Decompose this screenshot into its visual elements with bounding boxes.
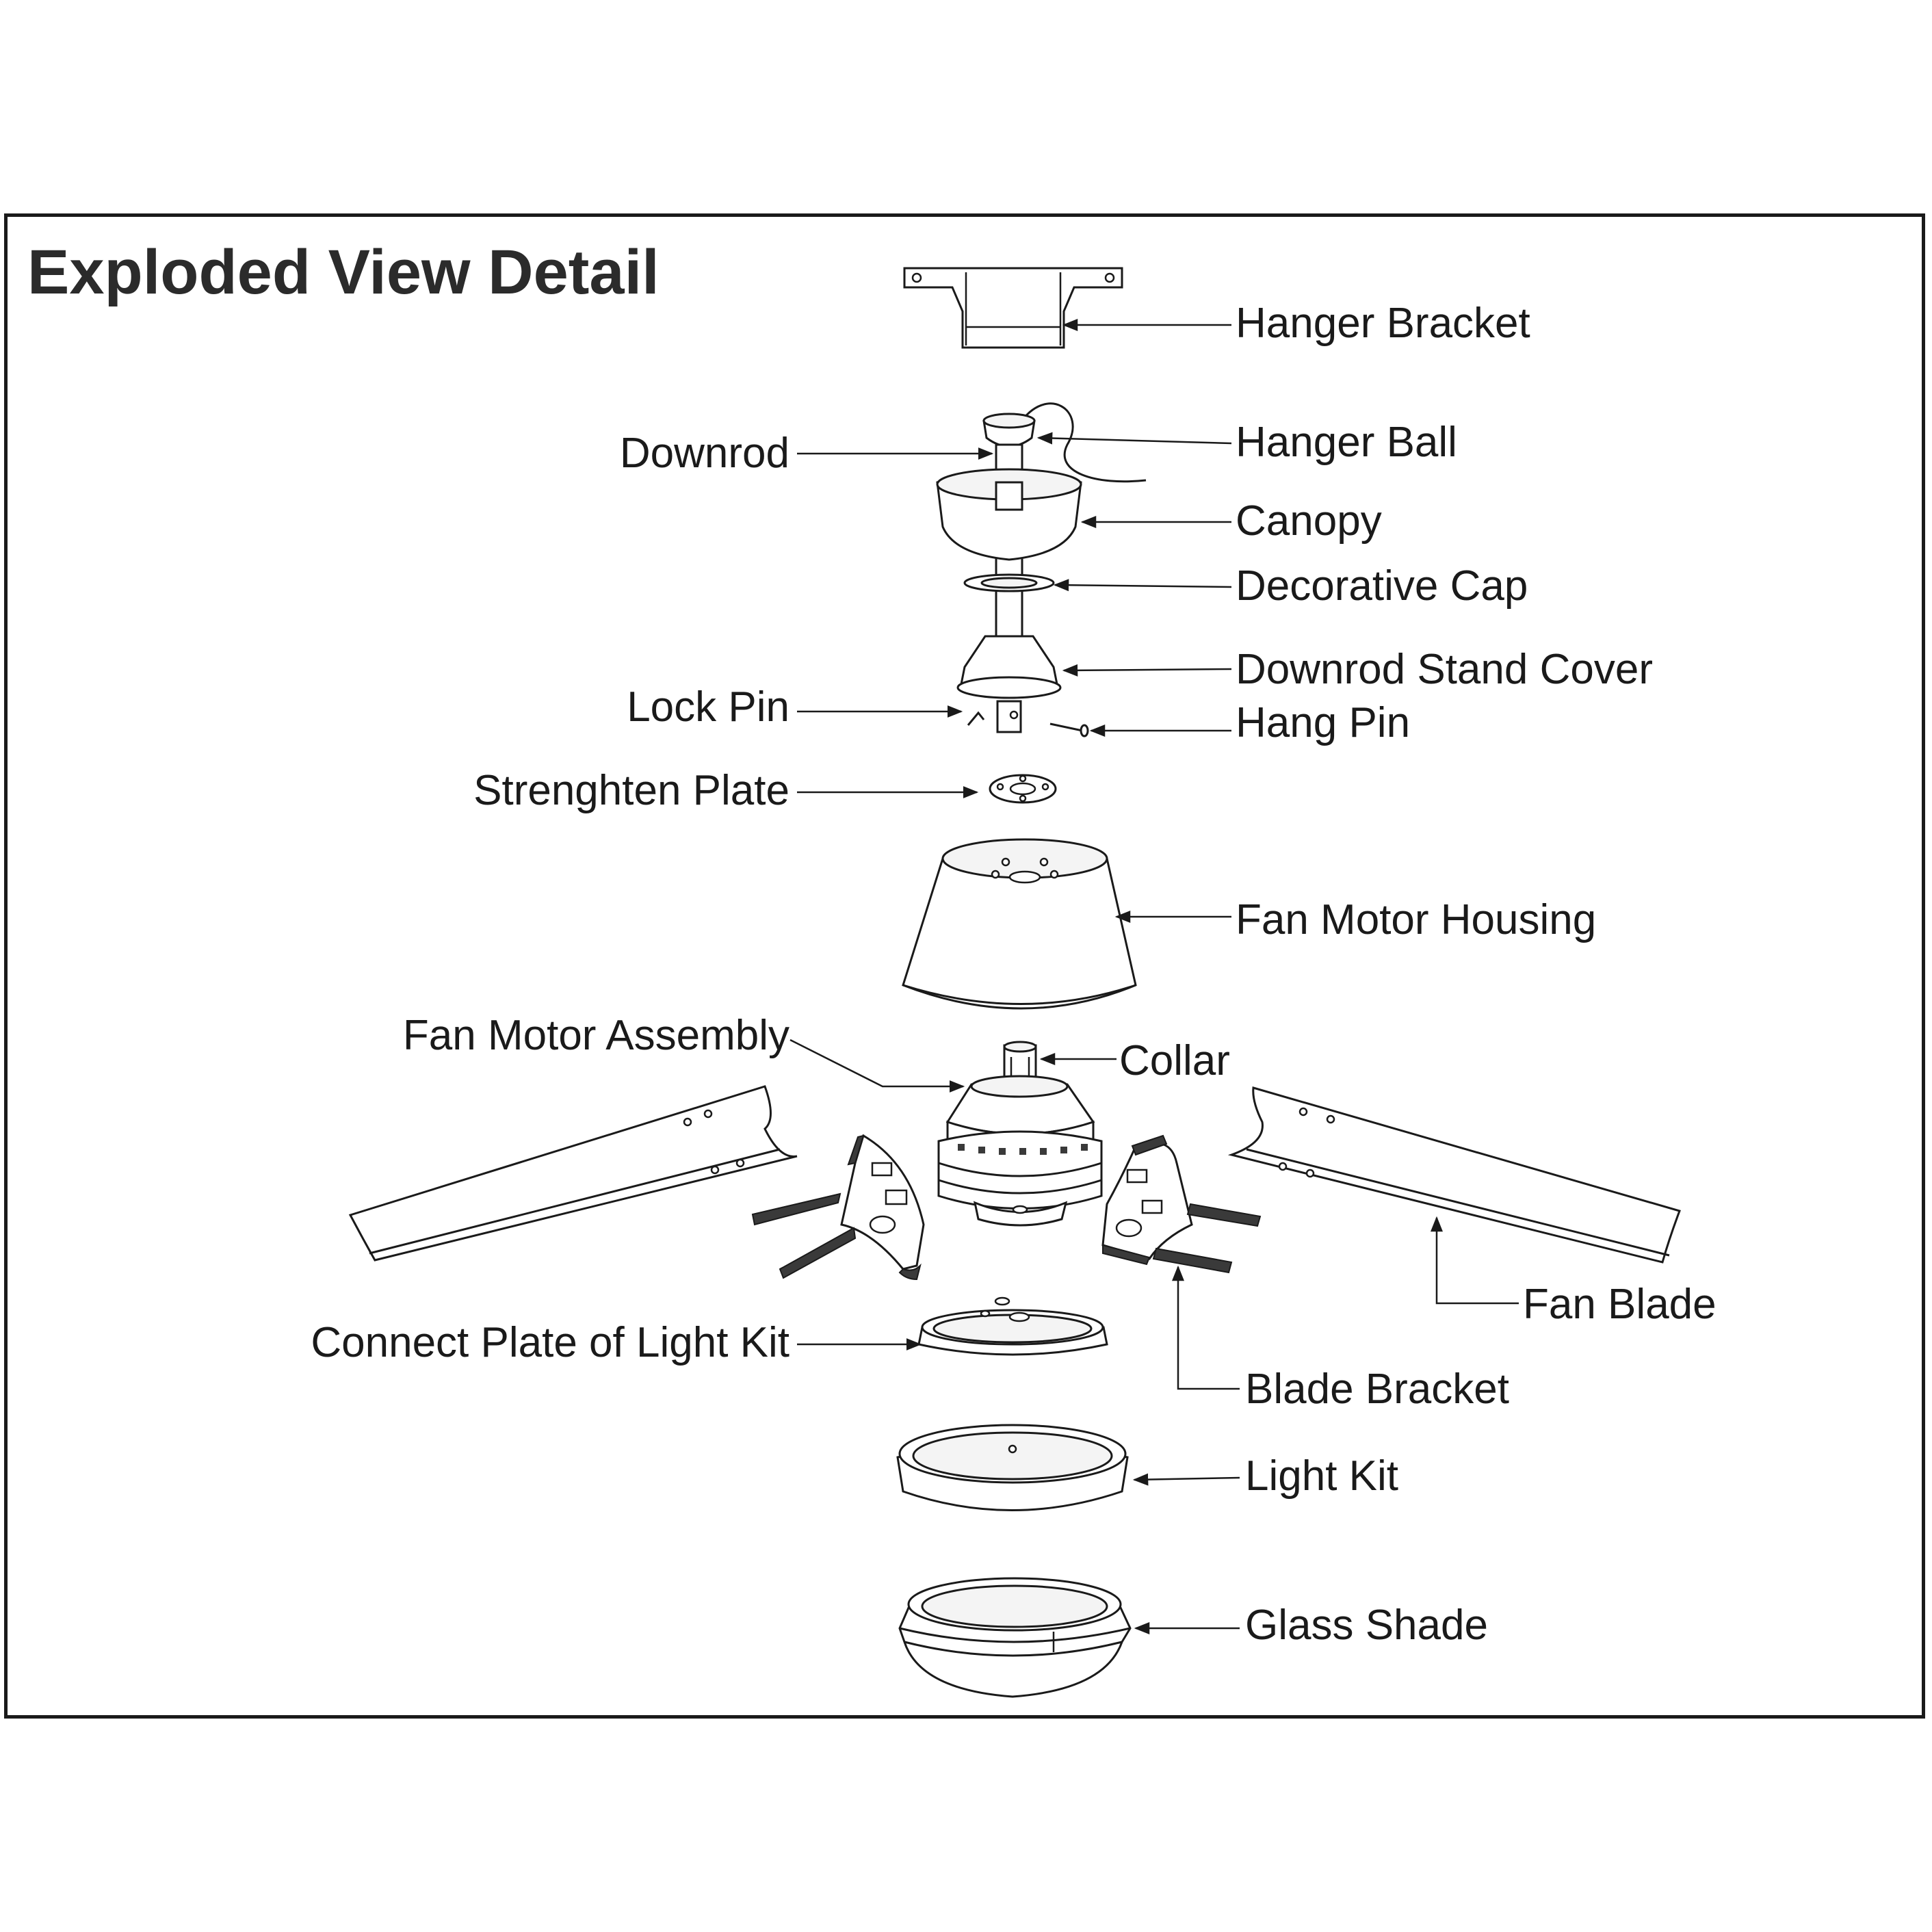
blade-bracket-left (751, 1134, 925, 1281)
leader-lines (789, 319, 1519, 1634)
diagram-title: Exploded View Detail (27, 237, 660, 307)
canopy-part (936, 468, 1082, 561)
label-blade-bracket: Blade Bracket (1245, 1366, 1509, 1413)
label-canopy: Canopy (1236, 497, 1382, 545)
label-hanger-bracket: Hanger Bracket (1236, 300, 1530, 347)
strenghten-plate-part (989, 774, 1057, 804)
glass-shade-part (898, 1577, 1132, 1698)
diagram-frame (4, 213, 1925, 1719)
label-lock-pin: Lock Pin (627, 683, 789, 731)
label-hang-pin: Hang Pin (1236, 699, 1411, 746)
label-downrod: Downrod (619, 430, 789, 477)
label-fan-motor-housing: Fan Motor Housing (1236, 896, 1597, 943)
downrod-stand-cover-part (956, 635, 1062, 733)
label-hanger-ball: Hanger Ball (1236, 419, 1457, 466)
fan-blade-left (348, 1085, 798, 1262)
fan-motor-assembly-part (937, 1041, 1103, 1227)
light-kit-part (896, 1424, 1129, 1511)
lock-pin-part (967, 711, 985, 726)
label-downrod-stand-cover: Downrod Stand Cover (1236, 646, 1653, 693)
blade-bracket-right (1101, 1134, 1262, 1274)
fan-motor-housing-part (902, 838, 1137, 1010)
decorative-cap-part (963, 573, 1055, 592)
hanger-bracket-part (903, 267, 1123, 349)
label-glass-shade: Glass Shade (1245, 1602, 1488, 1649)
label-collar: Collar (1119, 1037, 1230, 1084)
label-decorative-cap: Decorative Cap (1236, 562, 1528, 610)
label-light-kit: Light Kit (1245, 1452, 1399, 1500)
hanger-ball-part (982, 402, 1147, 483)
label-fan-motor-assembly: Fan Motor Assembly (402, 1012, 789, 1059)
label-strenghten-plate: Strenghten Plate (473, 767, 789, 814)
label-connect-plate-of-light-kit: Connect Plate of Light Kit (311, 1319, 789, 1366)
hang-pin-part (1049, 722, 1089, 737)
fan-blade-right (1227, 1086, 1681, 1264)
connect-plate-part (917, 1296, 1108, 1356)
label-fan-blade: Fan Blade (1523, 1281, 1716, 1328)
